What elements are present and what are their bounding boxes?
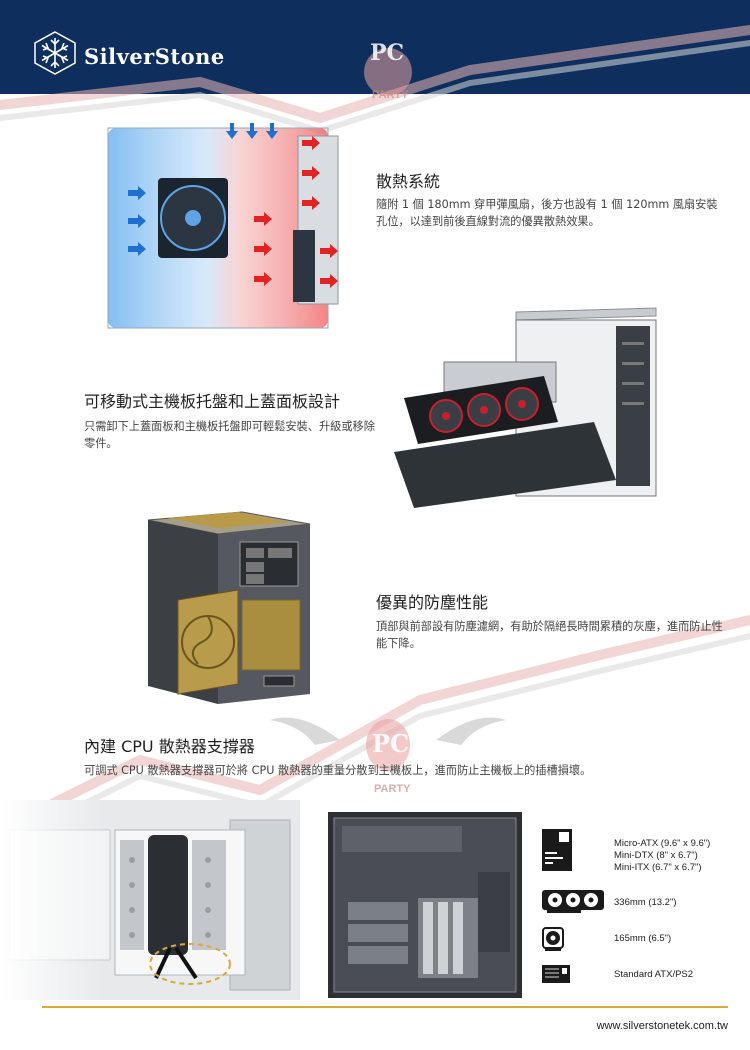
section-body-cooling: 隨附 1 個 180mm 穿甲彈風扇，後方也設有 1 個 120mm 風扇安裝孔…: [376, 198, 718, 228]
section-title-dust: 優異的防塵性能: [376, 593, 489, 612]
watermark-pc-label: PC: [372, 729, 409, 758]
removable-tray-illustration: [394, 307, 657, 508]
spec-gpu-length: 336mm (13.2"): [614, 897, 677, 908]
footer-divider: [42, 1006, 728, 1008]
section-title-cooling: 散熱系統: [376, 172, 441, 191]
dust-filter-illustration: [147, 511, 311, 704]
brand-name: SilverStone: [84, 44, 225, 69]
watermark-party-label: PARTY: [374, 783, 411, 795]
cooling-airflow-illustration: [107, 123, 339, 329]
section-body-cpu-support: 可調式 CPU 散熱器支撐器可於將 CPU 散熱器的重量分散到主機板上，進而防止…: [84, 764, 592, 777]
spec-cooler-height: 165mm (6.5"): [614, 933, 672, 944]
spec-motherboard-line: Mini-ITX (6.7" x 6.7"): [614, 862, 702, 873]
brand-header: SilverStone: [0, 0, 750, 94]
cpu-cooler-icon: [542, 927, 564, 951]
spec-psu-type: Standard ATX/PS2: [614, 969, 694, 980]
power-supply-icon: [542, 965, 570, 983]
section-body-dust: 頂部與前部設有防塵濾網，有助於隔絕長時間累積的灰塵，進而防止性能下降。: [376, 620, 723, 650]
motherboard-icon: [542, 829, 572, 871]
section-body-tray: 只需卸下上蓋面板和主機板托盤即可輕鬆安裝、升級或移除零件。: [84, 420, 375, 450]
cpu-support-photo-illustration: [0, 800, 300, 1000]
section-title-tray: 可移動式主機板托盤和上蓋面板設計: [84, 392, 341, 411]
snowflake-logo-icon: [34, 31, 76, 75]
spec-motherboard-line: Micro-ATX (9.6" x 9.6"): [614, 838, 711, 849]
footer-website-link[interactable]: www.silverstonetek.com.tw: [596, 1020, 728, 1032]
spec-motherboard-line: Mini-DTX (8" x 6.7"): [614, 850, 698, 861]
section-title-cpu-support: 內建 CPU 散熱器支撐器: [84, 737, 255, 756]
graphics-card-icon: [542, 890, 604, 913]
case-interior-illustration: [328, 812, 522, 998]
spec-motherboard-list: Micro-ATX (9.6" x 9.6") Mini-DTX (8" x 6…: [614, 838, 710, 874]
